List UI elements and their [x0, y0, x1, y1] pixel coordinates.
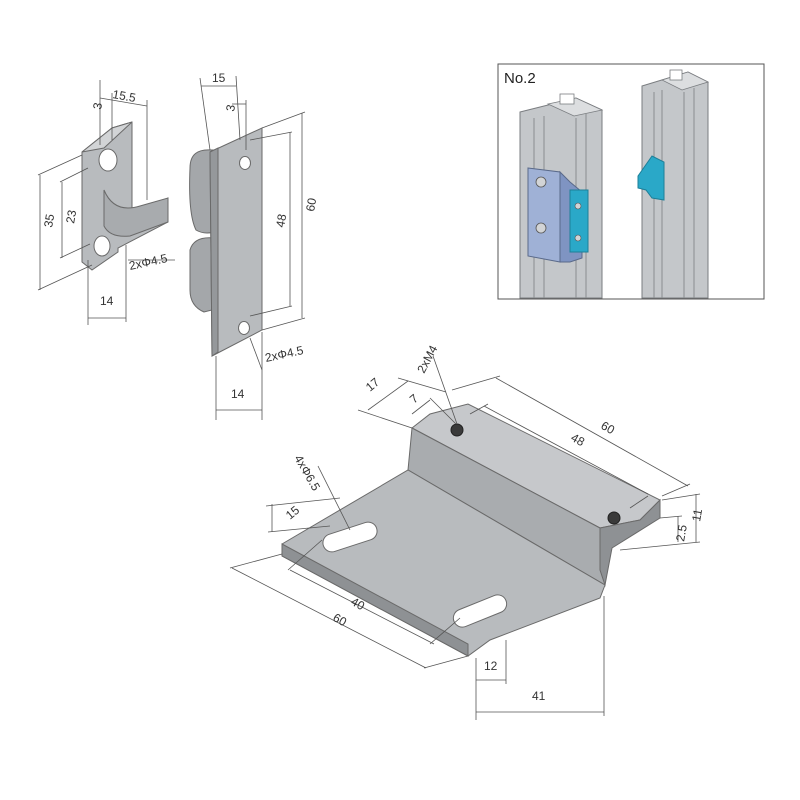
plate-dim-height: 11 — [689, 508, 705, 523]
mounting-plate: 2xM4 17 7 60 48 11 2.5 4xΦ6.5 15 40 60 1… — [229, 343, 705, 720]
plate-tapped-hole-left — [450, 423, 464, 437]
plate-dim-thickness: 2.5 — [673, 523, 690, 542]
inset-panel: No.2 — [497, 63, 765, 300]
plate-dim-slot-length: 15 — [283, 503, 302, 523]
inset-right-profile — [641, 69, 710, 299]
part1-dimension-lines — [37, 80, 175, 325]
plate-bend-edge — [599, 498, 661, 587]
part2-clamp: 15 3 48 60 14 2xΦ4.5 — [189, 71, 319, 420]
part2-dim-height-inner: 48 — [273, 213, 289, 229]
plate-dimension-lines — [229, 355, 701, 720]
plate-dim-slot-spacing: 40 — [349, 594, 368, 613]
part1-hole-top — [98, 148, 118, 172]
part1-dim-slot-offset: 3 — [90, 101, 105, 110]
inset-blue-bracket — [527, 167, 589, 263]
part1-dim-bottom-width: 14 — [100, 294, 114, 308]
plate-dim-base-length: 60 — [331, 610, 350, 629]
plate-dim-length-inner: 48 — [569, 430, 588, 449]
inset-cyan-connector — [637, 155, 665, 201]
part2-dim-height-outer: 60 — [303, 197, 319, 213]
part2-dim-holes: 2xΦ4.5 — [264, 343, 305, 365]
plate-dim-base-width: 41 — [532, 689, 546, 703]
part1-dim-height-b: 23 — [63, 209, 79, 225]
plate-dim-flange-depth: 17 — [363, 375, 382, 395]
plate-dim-slot-edge: 12 — [484, 659, 498, 673]
part1-dim-top-width: 15.5 — [111, 87, 137, 105]
part2-dim-bottom-width: 14 — [231, 387, 245, 401]
part2-dim-slot-offset: 3 — [223, 103, 238, 112]
plate-dim-slots: 4xΦ6.5 — [291, 453, 323, 494]
part1-dim-height-a: 35 — [41, 213, 57, 229]
part2-plate-edge — [209, 147, 219, 357]
part2-dim-top-width: 15 — [212, 71, 226, 85]
part1-hole-bottom — [93, 235, 111, 257]
plate-slot-right — [452, 594, 508, 628]
part2-hole-bottom — [238, 321, 250, 335]
part1-clamp: 15.5 3 35 23 14 2xΦ4.5 — [37, 80, 175, 325]
part2-hole-top — [239, 156, 251, 170]
plate-dim-length-outer: 60 — [599, 418, 618, 437]
inset-title: No.2 — [504, 70, 536, 87]
plate-slot-left — [322, 521, 378, 553]
part1-top-face — [81, 121, 133, 153]
plate-tapped-hole-right — [607, 511, 621, 525]
part2-dimension-lines — [199, 75, 306, 420]
part1-dim-holes: 2xΦ4.5 — [128, 251, 169, 273]
plate-dim-hole-offset: 7 — [407, 391, 421, 406]
plate-dim-tapped-holes: 2xM4 — [414, 343, 440, 376]
part1-tongue — [103, 189, 169, 237]
